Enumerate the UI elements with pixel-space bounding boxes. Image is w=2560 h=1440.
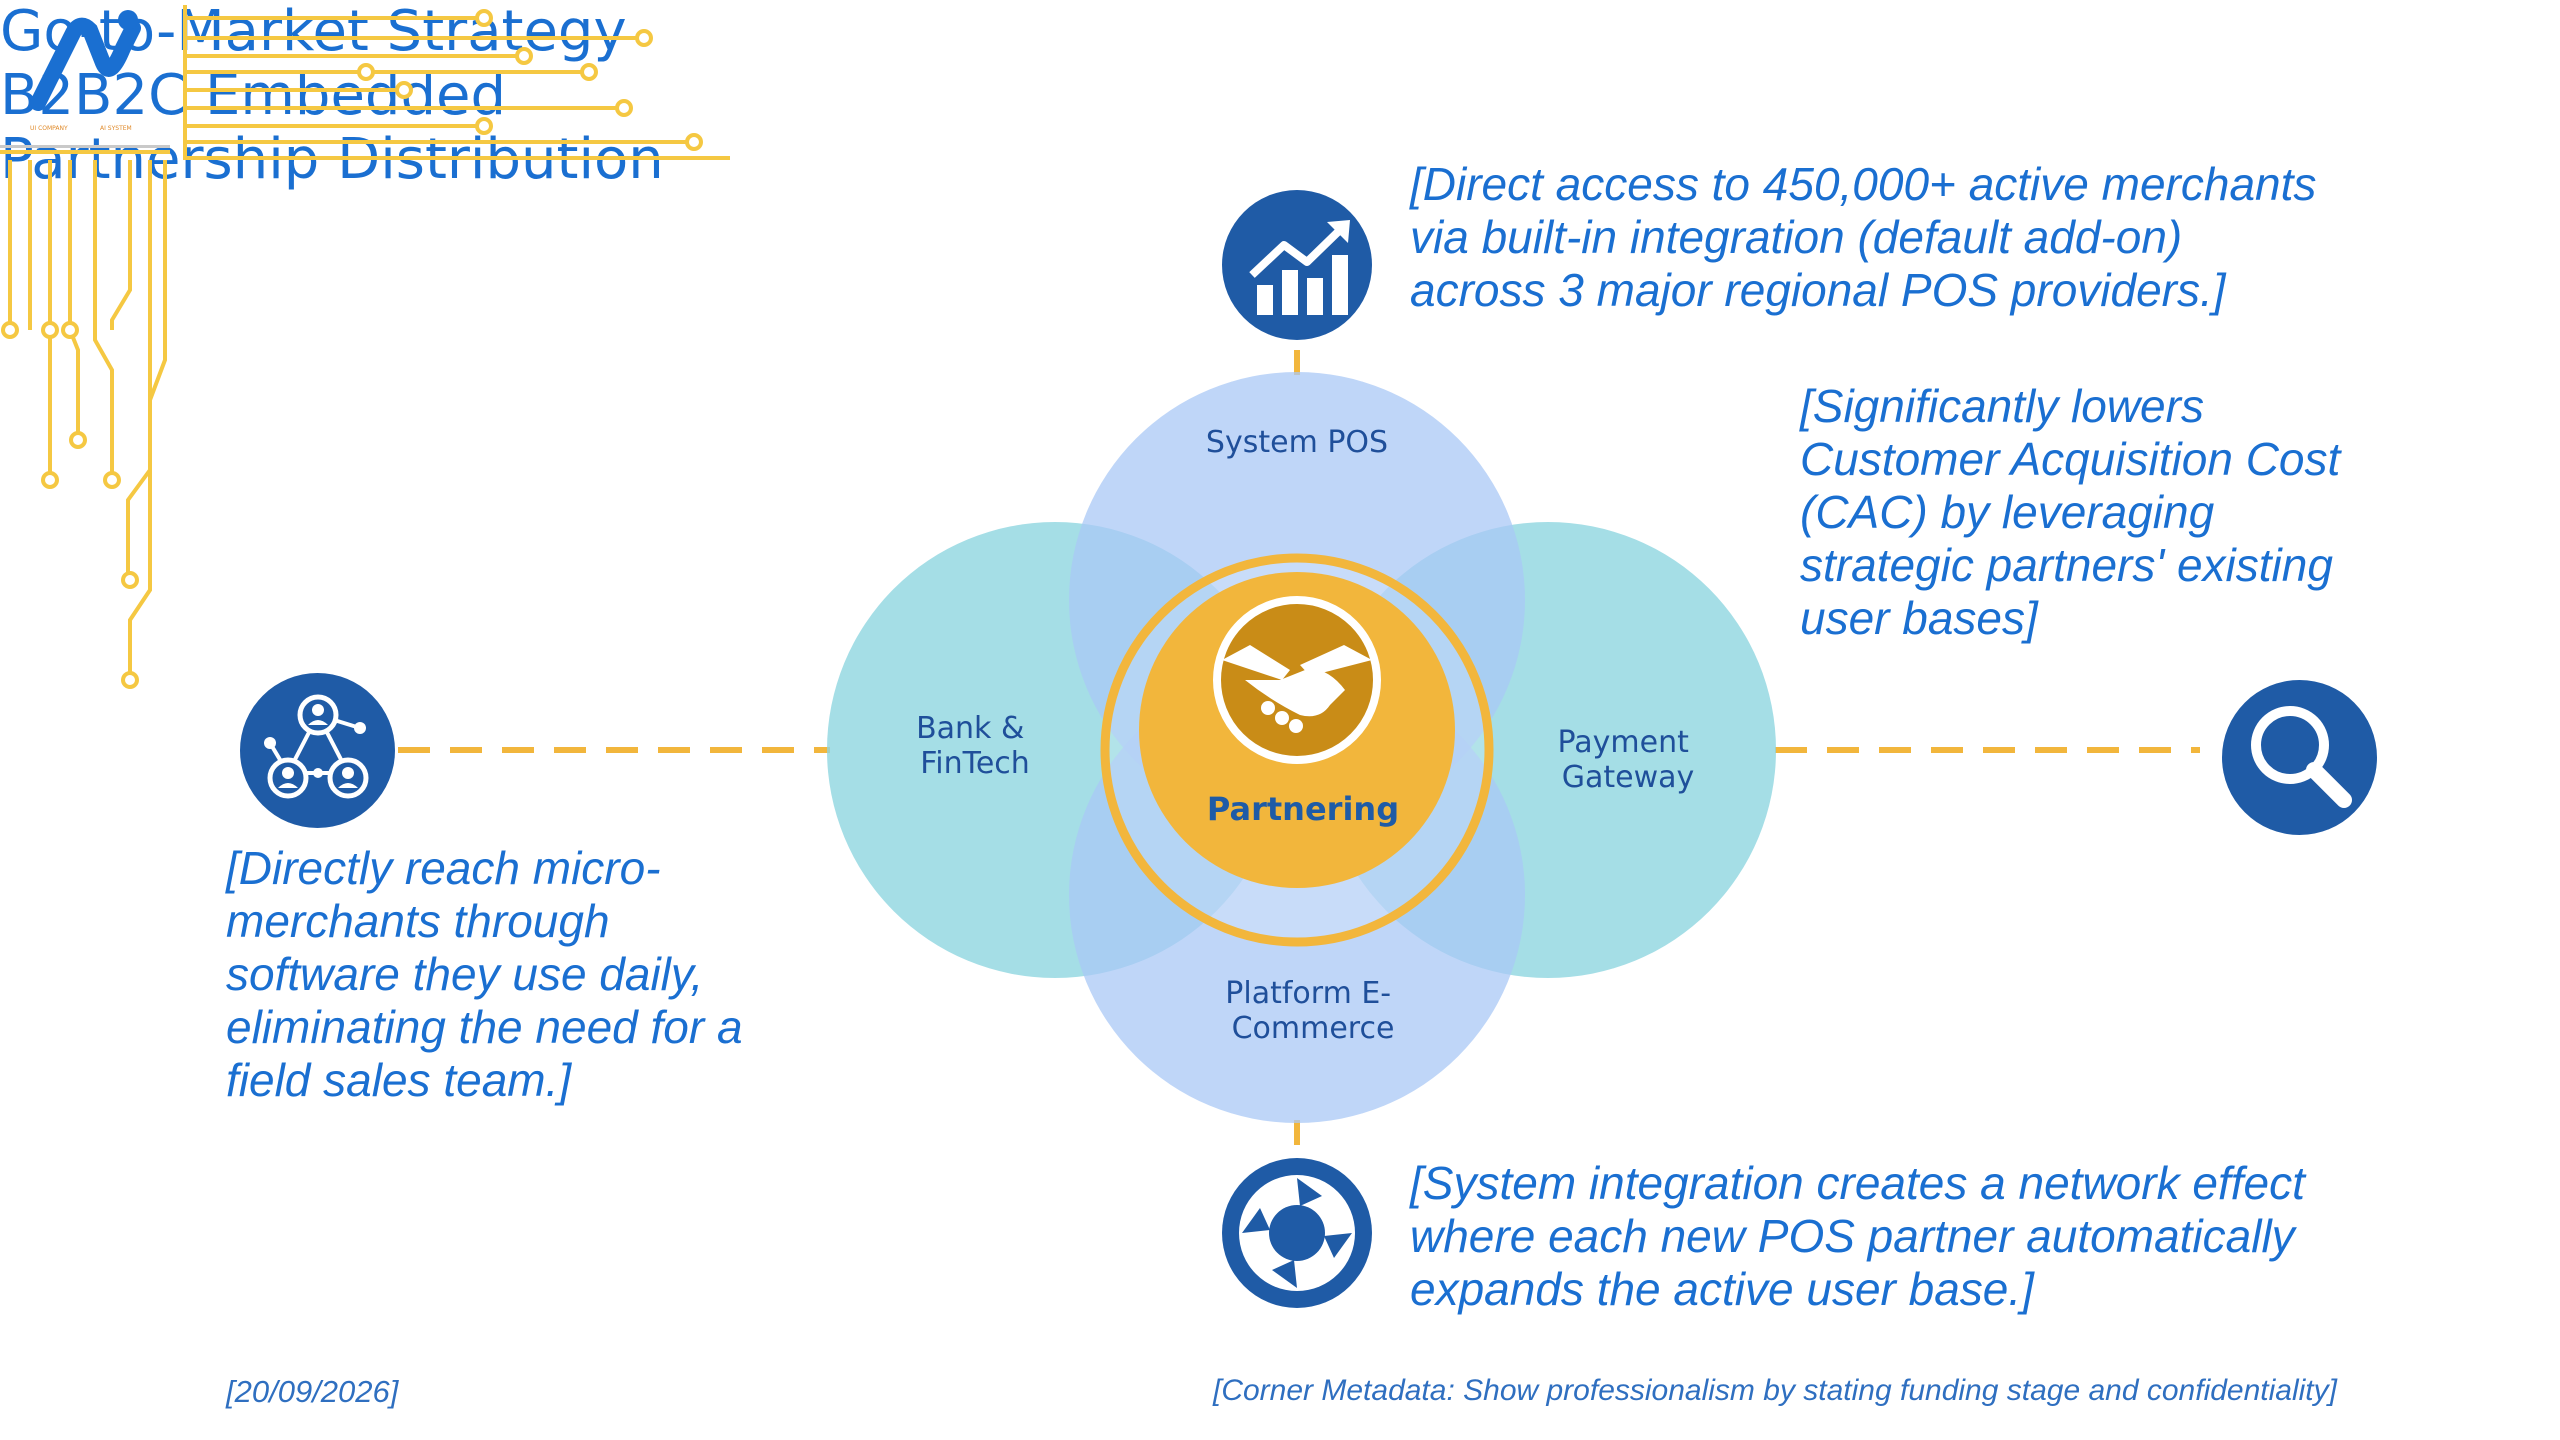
callout-line: where each new POS partner automatically [1410,1210,2295,1262]
circuit-decoration: UI COMPANY AI SYSTEM [0,5,730,689]
segment-label-right: Payment Gateway [1558,725,1699,795]
segment-label-bottom-line: Platform E- [1225,976,1391,1011]
callout-line: via built-in integration (default add-on… [1410,211,2183,263]
handshake-glyph [1222,645,1372,733]
network-people-icon [240,673,395,828]
title-line: B2B2C Embedded [0,63,507,128]
segment-label-right-line: Gateway [1562,760,1695,795]
callout-line: (CAC) by leveraging [1800,486,2215,538]
magnifier-icon [2222,680,2377,835]
footer-metadata-note: [Corner Metadata: Show professionalism b… [1213,1374,2337,1407]
callout-line: field sales team.] [226,1054,572,1106]
callout-left: [Directly reach micro- merchants through… [226,842,743,1107]
footer-date: [20/09/2026] [226,1374,399,1409]
cycle-arrows-icon [1222,1158,1372,1308]
segment-label-bottom: Platform E- Commerce [1225,976,1400,1046]
segment-label-bottom-line: Commerce [1232,1011,1395,1046]
segment-label-left: Bank & FinTech [916,711,1034,781]
segment-label-left-line: Bank & [916,711,1024,746]
segment-label-left-line: FinTech [920,746,1030,781]
callout-line: Customer Acquisition Cost [1800,433,2341,485]
callout-line: software they use daily, [226,948,704,1000]
callout-line: across 3 major regional POS providers.] [1410,264,2226,316]
company-logo [28,8,148,118]
svg-text:UI COMPANY: UI COMPANY [30,125,68,132]
callout-top: [Direct access to 450,000+ active mercha… [1410,158,2316,317]
callout-bottom: [System integration creates a network ef… [1410,1157,2305,1316]
callout-line: user bases] [1800,592,2038,644]
callout-line: [Directly reach micro- [226,842,661,894]
callout-line: merchants through [226,895,610,947]
segment-label-right-line: Payment [1558,725,1690,760]
callout-line: eliminating the need for a [226,1001,743,1053]
growth-chart-icon [1222,190,1372,340]
center-label: Partnering [1207,790,1399,828]
callout-line: [Direct access to 450,000+ active mercha… [1410,158,2317,210]
callout-right: [Significantly lowers Customer Acquisiti… [1800,380,2340,645]
svg-text:AI SYSTEM: AI SYSTEM [100,125,132,132]
callout-line: [Significantly lowers [1800,380,2204,432]
logo-mark-icon [30,10,141,111]
callout-line: strategic partners' existing [1800,539,2333,591]
callout-line: expands the active user base.] [1410,1263,2034,1315]
segment-label-top: System POS [1206,425,1388,460]
callout-line: [System integration creates a network ef… [1410,1157,2305,1209]
